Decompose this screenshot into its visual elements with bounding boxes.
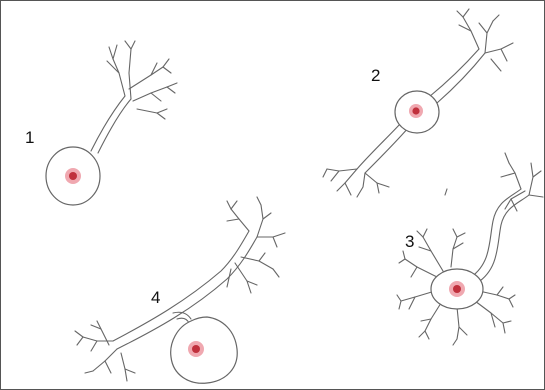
neuron-1-dendrite-tree (91, 41, 177, 153)
stray-mark (445, 189, 447, 195)
neuron-label-3: 3 (405, 232, 414, 251)
neuron-4-nucleus (188, 341, 204, 357)
neuron-1-nucleus (65, 168, 81, 184)
neuron-3-processes (397, 153, 543, 345)
neuron-3-nucleus (449, 281, 465, 297)
neuron-label-1: 1 (25, 128, 34, 147)
neuron-1-unipolar: 1 (25, 41, 177, 205)
neuron-4-pseudounipolar: 4 (75, 197, 285, 383)
neuron-4-cell-body (171, 317, 238, 383)
neuron-label-4: 4 (151, 288, 160, 307)
neuron-3-multipolar: 3 (397, 153, 543, 345)
neuron-2-bipolar: 2 (323, 9, 513, 197)
neuron-label-2: 2 (371, 66, 380, 85)
neuron-2-nucleus (409, 104, 423, 118)
